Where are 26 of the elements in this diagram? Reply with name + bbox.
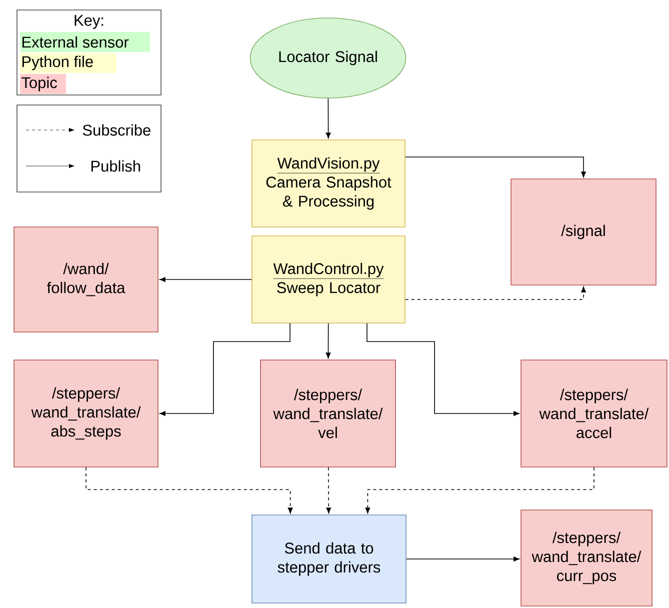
process-box: WandControl.py Sweep Locator bbox=[252, 236, 406, 324]
arrow bbox=[366, 323, 520, 416]
legend-label: Publish bbox=[91, 160, 140, 172]
legend-label: External sensor bbox=[22, 36, 129, 48]
arrow bbox=[326, 98, 331, 138]
topic-box: /steppers/ wand_translate/ curr_pos bbox=[520, 510, 652, 606]
topic-box: /steppers/ wand_translate/ accel bbox=[520, 360, 668, 468]
dashed-arrow bbox=[405, 286, 586, 300]
topic-box: /signal bbox=[510, 178, 656, 286]
dashed-arrow bbox=[326, 467, 332, 514]
topic-box: /steppers/ wand_translate/ abs_steps bbox=[14, 360, 158, 468]
topic-box: /steppers/ wand_translate/ vel bbox=[260, 360, 396, 468]
process-box: WandVision.py Camera Snapshot & Processing bbox=[252, 140, 406, 228]
topic-box: /wand/ follow_data bbox=[14, 226, 158, 332]
legend-label: Subscribe bbox=[82, 124, 150, 136]
legend-title: Key: bbox=[74, 15, 104, 29]
legend-label: Python file bbox=[22, 56, 93, 70]
dashed-arrow bbox=[365, 467, 594, 514]
arrow bbox=[406, 556, 520, 562]
process-box: Send data to stepper drivers bbox=[252, 514, 406, 604]
dashed-arrow bbox=[86, 467, 293, 514]
legend-label: Topic bbox=[22, 76, 57, 92]
arrow bbox=[326, 323, 331, 358]
arrow bbox=[405, 156, 586, 178]
arrow bbox=[160, 277, 252, 282]
arrow bbox=[160, 323, 290, 416]
